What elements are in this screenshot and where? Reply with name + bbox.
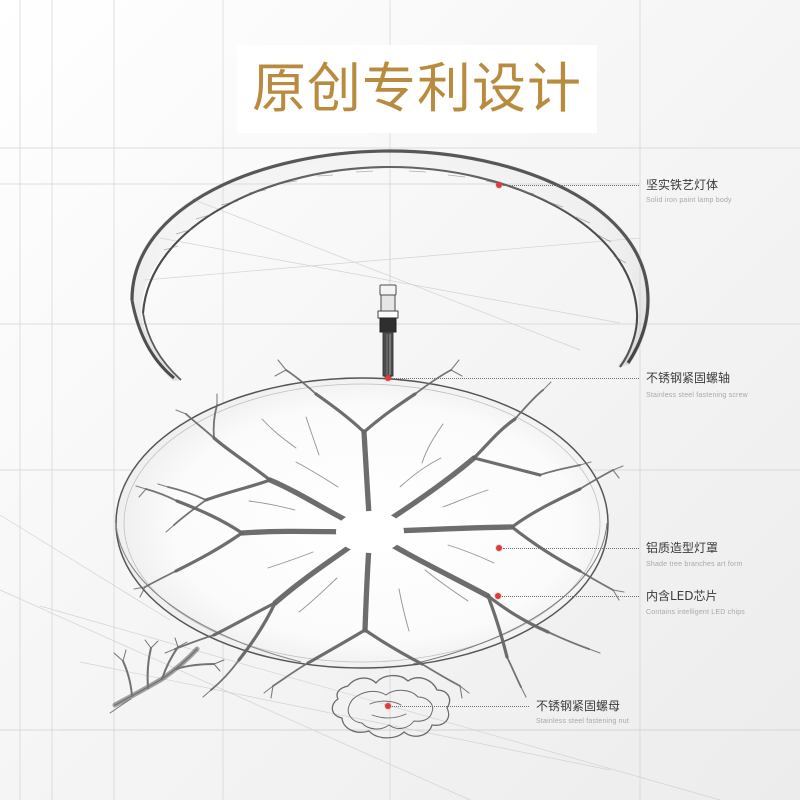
page-title: 原创专利设计 — [252, 57, 582, 120]
fastening-nut-sketch — [331, 674, 451, 739]
title-band: 原创专利设计 — [237, 45, 597, 133]
coral-sprig-sketch — [109, 637, 225, 714]
coral-cutout-pattern — [133, 359, 625, 699]
